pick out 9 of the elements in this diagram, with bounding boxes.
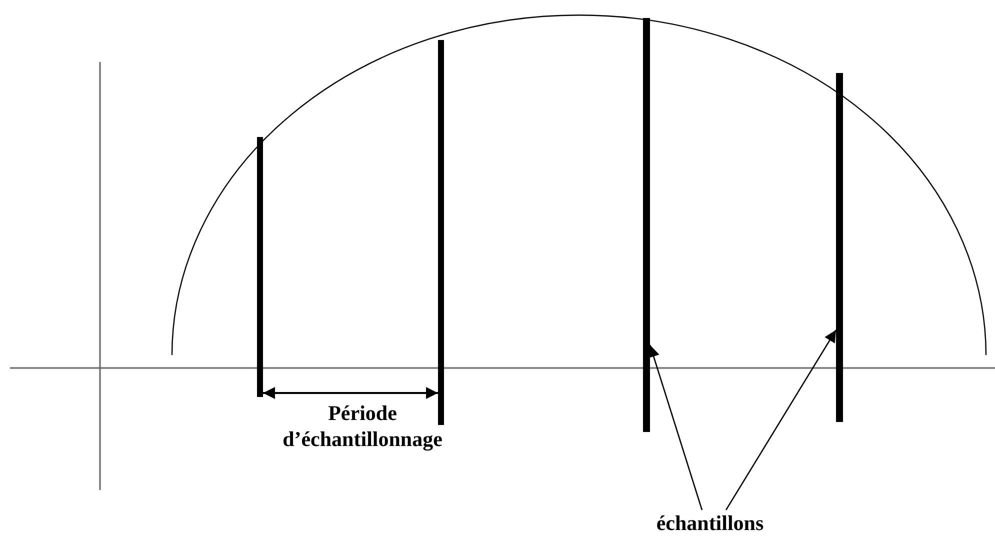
sample-bar (643, 18, 650, 432)
leader-line (648, 344, 703, 510)
sample-bar (836, 73, 843, 422)
sample-bar (438, 40, 444, 425)
dimension-label: Période d’échantillonnage (282, 400, 444, 452)
callout-text: échantillons (630, 510, 790, 536)
dimension-line (263, 387, 438, 399)
leader-line (725, 330, 837, 510)
sample-bar (257, 137, 263, 397)
